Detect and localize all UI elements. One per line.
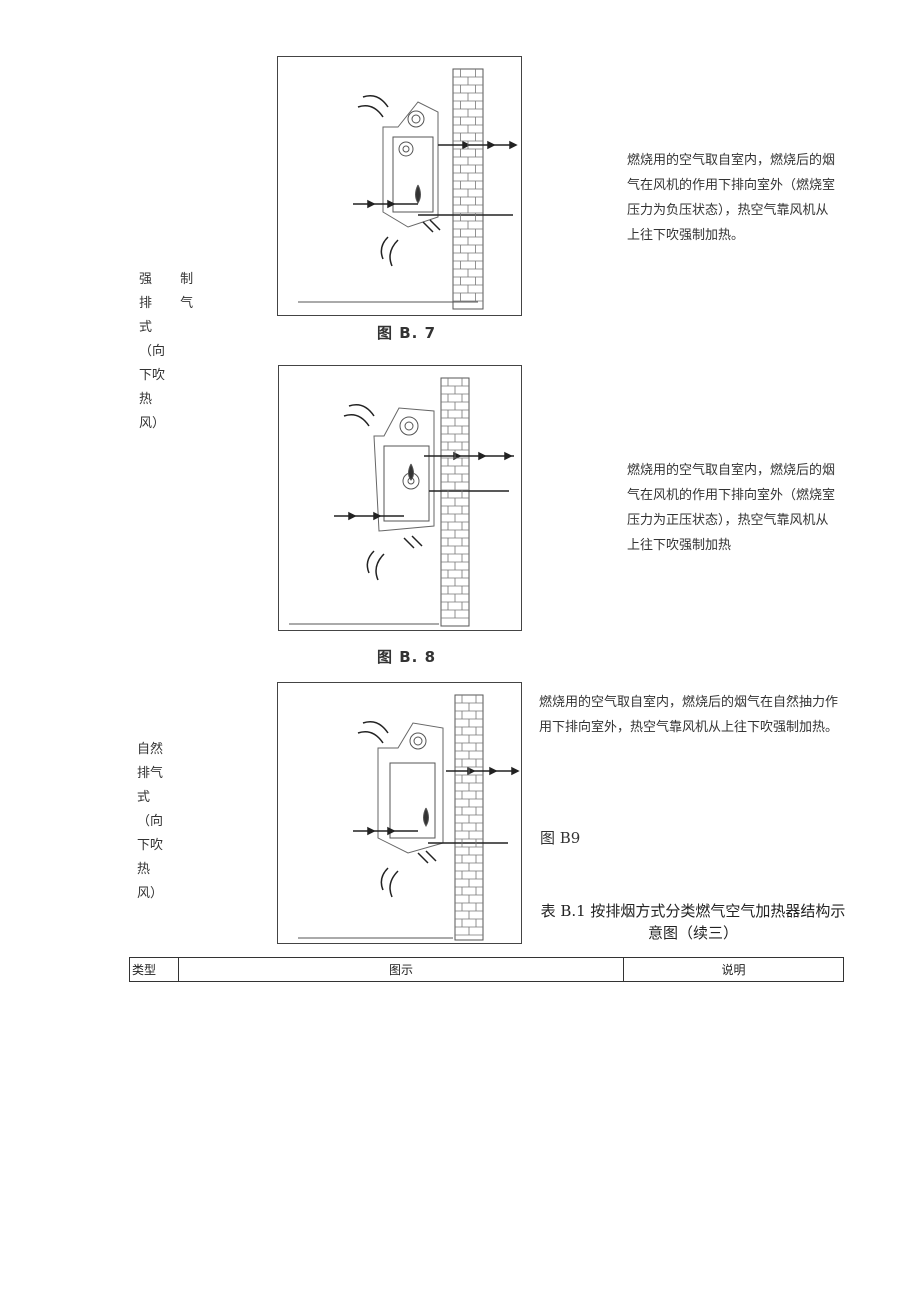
table-title: 表 B.1 按排烟方式分类燃气空气加热器结构示意图（续三） xyxy=(540,902,846,942)
header-type: 类型 xyxy=(130,958,179,981)
figure-b9-description: 燃烧用的空气取自室内，燃烧后的烟气在自然抽力作用下排向室外，热空气靠风机从上往下… xyxy=(539,695,839,735)
type-label-natural: 自然 排气 式 （向 下吹 热 风） xyxy=(137,738,163,906)
type-line: 风） xyxy=(139,416,166,431)
type-line: 热 xyxy=(139,392,165,407)
type-line: 热 xyxy=(137,862,151,877)
header-figure: 图示 xyxy=(179,958,624,981)
type-line: 下吹 xyxy=(139,368,166,383)
heater-diagram-positive-pressure xyxy=(289,377,514,627)
heater-diagram-natural-draft xyxy=(298,694,520,941)
figure-b7-description: 燃烧用的空气取自室内，燃烧后的烟气在风机的作用下排向室外（燃烧室压力为负压状态）… xyxy=(627,153,836,243)
figure-b8 xyxy=(278,365,522,631)
table-header-row: 类型 图示 说明 xyxy=(129,957,844,982)
figure-b9-caption: 图 B9 xyxy=(540,829,581,847)
heater-diagram-negative-pressure xyxy=(298,68,518,310)
type-line: （向 xyxy=(139,344,166,359)
figure-b8-description: 燃烧用的空气取自室内，燃烧后的烟气在风机的作用下排向室外（燃烧室压力为正压状态）… xyxy=(627,463,836,553)
figure-b8-caption: 图 B. 8 xyxy=(377,648,437,666)
type-line: 式 xyxy=(139,320,165,335)
type-line: 强 制 xyxy=(139,272,206,287)
type-line: 自然 xyxy=(137,742,164,757)
figure-b7-caption: 图 B. 7 xyxy=(377,324,437,342)
figure-b9 xyxy=(277,682,522,944)
header-description: 说明 xyxy=(721,963,746,977)
type-line: （向 xyxy=(137,814,164,829)
type-line: 排 气 xyxy=(139,296,206,311)
type-line: 式 xyxy=(137,790,151,805)
type-line: 下吹 xyxy=(137,838,164,853)
type-label-forced: 强 制 排 气 式 （向 下吹 热 风） xyxy=(139,268,205,436)
type-line: 排气 xyxy=(137,766,164,781)
type-line: 风） xyxy=(137,886,164,901)
figure-b7 xyxy=(277,56,522,316)
